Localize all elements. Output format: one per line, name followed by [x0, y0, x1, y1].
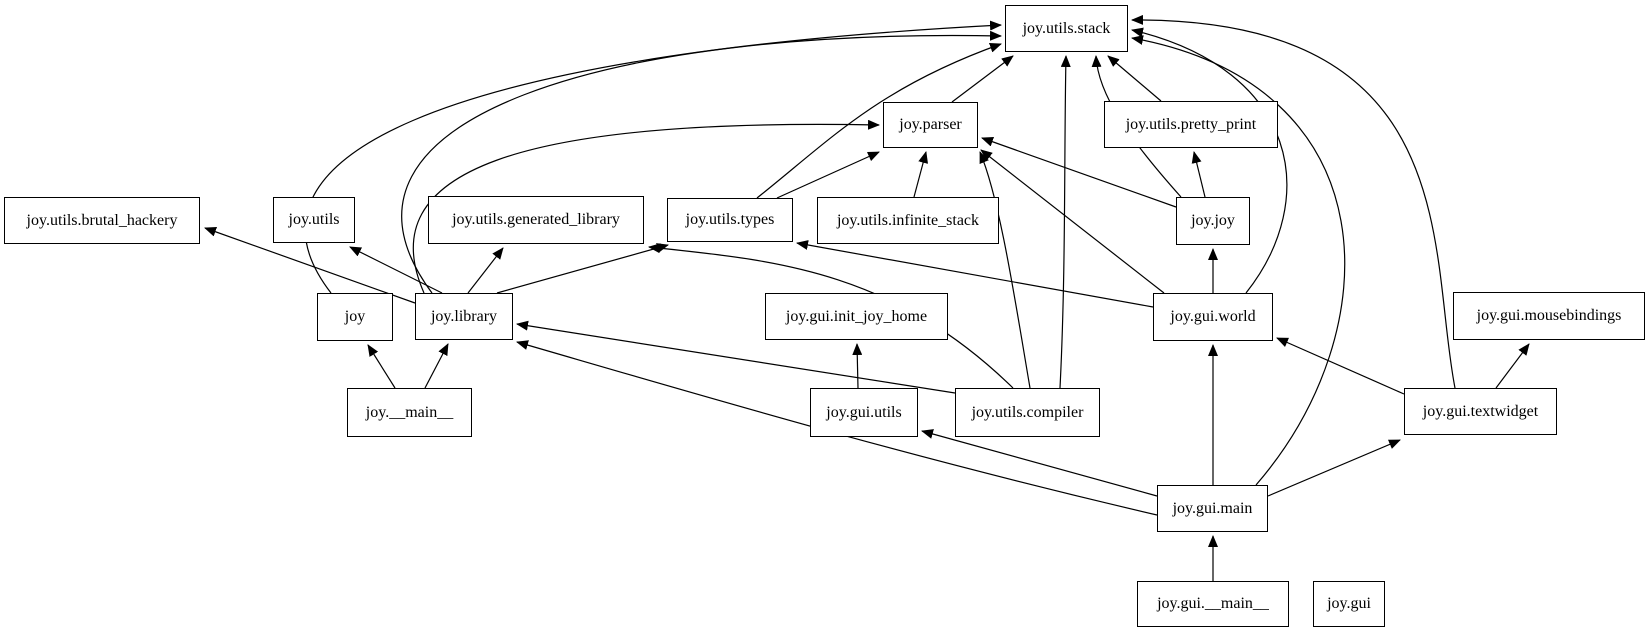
edge-joy-library-to-joy-parser [412, 119, 880, 294]
node-joy-utils-pretty-print: joy.utils.pretty_print [1104, 101, 1278, 148]
node-joy-gui-utils: joy.gui.utils [810, 388, 918, 437]
node-joy-parser: joy.parser [883, 102, 978, 148]
edge-joy-utils-types-to-joy-parser [776, 151, 880, 199]
node-joy-gui-mousebindings: joy.gui.mousebindings [1453, 292, 1645, 340]
edge-joy-utils-compiler-to-joy-library [516, 320, 956, 394]
edge-joy-joy-to-joy-parser [981, 136, 1177, 208]
edge-joy-gui-world-to-joy-utils-stack [1131, 27, 1288, 294]
edge-joy-joy-to-joy-utils-pretty-print [1191, 151, 1206, 198]
edge-joy-utils-compiler-to-joy-parser [979, 151, 1031, 389]
node-joy: joy [317, 293, 393, 341]
node-joy-gui-init-joy-home: joy.gui.init_joy_home [765, 293, 948, 340]
node-joy-gui-main: joy.gui.__main__ [1137, 581, 1289, 627]
edge-joy-library-to-joy-utils-brutal-hackery [204, 226, 416, 304]
edge-joy-gui-textwidget-to-joy-gui-mousebindings [1495, 343, 1530, 389]
edge-joy-library-to-joy-utils-generated-library [467, 247, 504, 294]
edge-joy-main-to-joy [367, 344, 396, 389]
node-joy-utils-generated-library: joy.utils.generated_library [428, 196, 644, 244]
node-joy-gui-textwidget: joy.gui.textwidget [1404, 388, 1557, 435]
node-joy-gui-world: joy.gui.world [1153, 293, 1273, 341]
edge-joy-gui-world-to-joy-utils-types [796, 240, 1154, 308]
edge-joy-utils-compiler-to-joy-utils-stack [1059, 55, 1071, 389]
edge-joy-utils-pretty-print-to-joy-utils-stack [1107, 55, 1162, 102]
edge-joy-gui-textwidget-to-joy-gui-world [1276, 337, 1405, 395]
edge-joy-gui-main-to-joy-gui-textwidget [1267, 439, 1401, 497]
node-joy-utils: joy.utils [273, 197, 355, 243]
node-joy-utils-infinite-stack: joy.utils.infinite_stack [817, 197, 999, 244]
edge-joy-utils-compiler-to-joy-utils-generated-library [648, 243, 1014, 389]
node-joy-utils-brutal-hackery: joy.utils.brutal_hackery [4, 197, 200, 244]
node-joy-utils-compiler: joy.utils.compiler [955, 388, 1100, 437]
edge-joy-gui-world-to-joy-parser [980, 149, 1165, 294]
edge-joy-library-to-joy-utils-types [496, 243, 669, 294]
node-joy-utils-types: joy.utils.types [667, 198, 793, 242]
edge-joy-gui-textwidget-to-joy-utils-stack [1131, 14, 1456, 389]
edge-joy-parser-to-joy-utils-stack [951, 55, 1014, 103]
node-joy-library: joy.library [415, 293, 513, 340]
edge-joy-gui-utils-to-joy-gui-init-joy-home [852, 343, 863, 389]
edge-joy-gui-main-to-joy-utils-stack [1131, 35, 1346, 486]
node-joy-gui-main: joy.gui.main [1157, 485, 1268, 532]
edge-joy-gui-main-to-joy-library [516, 340, 1158, 516]
node-joy-gui: joy.gui [1313, 581, 1385, 627]
node-joy-utils-stack: joy.utils.stack [1005, 5, 1128, 52]
node-joy-main: joy.__main__ [347, 388, 472, 437]
edge-joy-gui-main-to-joy-gui-utils [921, 429, 1158, 497]
edge-joy-library-to-joy-utils-stack [401, 30, 1002, 294]
edge-joy-utils-infinite-stack-to-joy-parser [913, 151, 928, 198]
edge-joy-utils-types-to-joy-utils-stack [756, 43, 1002, 199]
edge-joy-main-to-joy-library [424, 343, 449, 389]
node-joy-joy: joy.joy [1176, 197, 1250, 245]
